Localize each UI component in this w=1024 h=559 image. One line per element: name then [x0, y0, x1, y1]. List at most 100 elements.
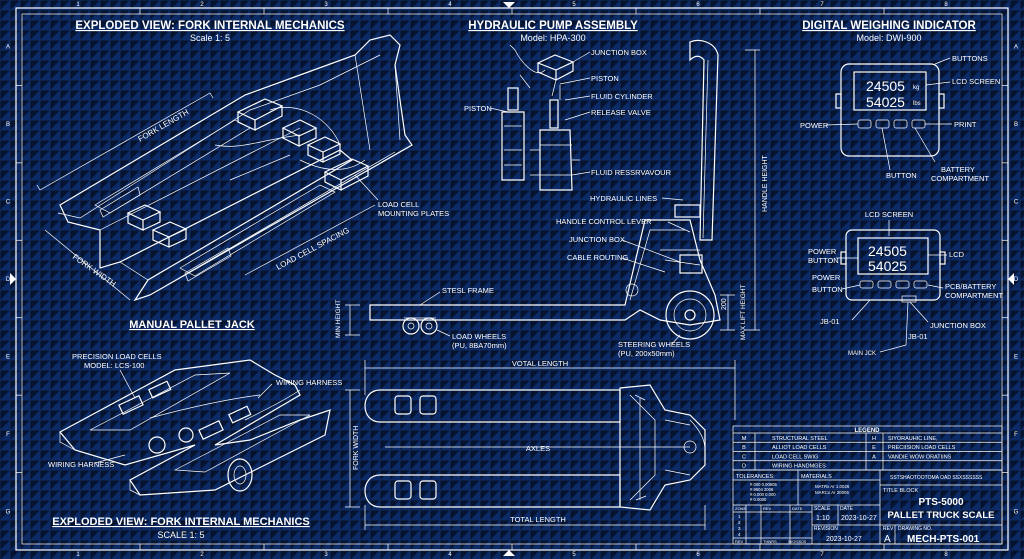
manual-pallet-jack-label: MANUAL PALLET JACK	[129, 319, 255, 331]
indicator-model: Model: DWI-900	[856, 33, 921, 43]
change-foot-thnrs: THNRS	[763, 539, 777, 544]
min-height-label: MIN HEIGHT	[335, 300, 342, 338]
pump-piston-label: PISTON	[591, 74, 619, 83]
exploded-fork-view-bottom: PRECISION LOAD CELLS MODEL: LCS-100 WIRI…	[48, 352, 342, 540]
indicator2-power-label: POWER	[812, 273, 841, 282]
pump-junction-box-label: JUNCTION BOX	[591, 48, 647, 57]
column-marker-bottom: 8	[944, 552, 948, 558]
indicator2-lcd-top-label: LCD SCREEN	[865, 210, 913, 219]
column-marker-bottom: 3	[324, 552, 328, 558]
wiring-harness-right-label: WIRING HARNESS	[276, 378, 342, 387]
total-length-bottom-label: TOTAL LENGTH	[510, 515, 566, 524]
revision-value: 2023-10-27	[826, 536, 862, 543]
column-marker-top: 8	[944, 2, 948, 8]
change-head-rev: REV	[763, 506, 772, 511]
column-marker-top: 5	[572, 2, 576, 8]
change-row: 1	[738, 514, 741, 519]
indicator2-junction-box: JUNCTION BOX	[930, 321, 986, 330]
load-cell-3	[306, 136, 342, 163]
change-foot-date: SIKVSSOS	[788, 540, 807, 544]
product-name: PTS-5000	[918, 497, 963, 508]
indicator-unit-kg: kg	[913, 85, 919, 91]
row-marker-left: A	[6, 45, 10, 51]
indicator-reading-kg: 24505	[866, 78, 905, 94]
steel-frame-label: STESL FRAME	[442, 286, 494, 295]
indicator-title: DIGITAL WEIGHING INDICATOR	[802, 20, 976, 32]
legend-value: ALLIOT LOAD CELLS	[772, 445, 827, 451]
pump-model: Model: HPA-300	[520, 33, 585, 43]
row-marker-left: F	[6, 432, 10, 438]
indicator2-power-button-1: POWER	[808, 247, 837, 256]
load-cell-5	[126, 204, 162, 231]
date-value: 2023-10-27	[841, 515, 877, 522]
row-marker-right: B	[1014, 122, 1018, 128]
handle-control-lever-label: HANDLE CONTROL LEVER	[556, 217, 652, 226]
indicator2-button-label: BUTTON	[812, 285, 843, 294]
column-marker-bottom: 1	[76, 552, 80, 558]
drawing-no-label: DRAWING NO.	[898, 526, 932, 532]
legend-key: E	[872, 445, 876, 451]
column-marker-top: 2	[200, 2, 204, 8]
indicator2-reading-lbs: 54025	[868, 258, 907, 274]
wiring-harness-left-label: WIRING HARNESS	[48, 460, 114, 469]
indicator-unit-lbs: lbs	[913, 101, 921, 107]
material-row: MARCx Ar 20005	[815, 490, 849, 495]
row-marker-right: D	[1014, 277, 1019, 283]
release-valve-label: RELEASE VALVE	[591, 108, 651, 117]
column-marker-bottom: 7	[820, 552, 824, 558]
fluid-reservoir-label: FLUID RESSRVAVOUR	[591, 168, 672, 177]
indicator2-main-jck: MAIN JCK	[848, 351, 876, 357]
row-marker-right: A	[1014, 45, 1018, 51]
digital-weighing-indicator-2: LCD SCREEN 24505 54025 POWER BUTTON LCD …	[808, 210, 1003, 357]
indicator-print-label: PRINT	[954, 120, 977, 129]
indicator2-pcb-label-1: PCB/BATTERY	[945, 282, 996, 291]
title-block: TOLERANCES: MATERIALS SSTSHAOTOOTOMA OAD…	[732, 469, 1003, 545]
legend-value: STRUCTURAL STEEL	[772, 436, 828, 442]
row-marker-left: B	[6, 122, 10, 128]
row-marker-right: F	[1014, 432, 1018, 438]
hydraulic-lines-label: HYDRAULIC LINES	[590, 194, 657, 203]
indicator2-lcd-label: LCD	[949, 250, 965, 259]
legend-key: A	[872, 454, 876, 460]
indicator2-jb01-left: JB-01	[820, 317, 840, 326]
legend-key: B	[742, 445, 746, 451]
exploded-bottom-title: EXPLODED VIEW: FORK INTERNAL MECHANICS	[52, 516, 310, 528]
date-label: DATE	[840, 506, 854, 512]
indicator-lcd-label: LCD SCREEN	[952, 77, 1000, 86]
steering-wheels-label-2: (PU, 200x50mm)	[618, 349, 675, 358]
column-marker-bottom: 2	[200, 552, 204, 558]
indicator-power-label: POWER	[800, 121, 829, 130]
indicator2-reading-kg: 24505	[868, 243, 907, 259]
drawing-number: MECH-PTS-001	[907, 534, 980, 545]
steering-wheels-label-1: STEERING WHEELS	[618, 340, 690, 349]
rev-head: REV	[883, 526, 894, 532]
column-marker-top: 7	[820, 2, 824, 8]
scale-label: SCALE	[814, 506, 831, 512]
load-wheels-label-1: LOAD WHEELS	[452, 332, 506, 341]
pallet-truck-side-view: HANDLE HEIGHT 200 MAX LIFT HEIGHT MIN HE…	[129, 39, 769, 358]
revision-label: REVISION	[814, 526, 838, 532]
mounting-plates-label-2: MOUNTING PLATES	[378, 209, 449, 218]
cable-routing-label: CABLE ROUTING	[567, 253, 628, 262]
change-foot-rev: REV	[735, 539, 744, 544]
legend-key: H	[872, 436, 876, 442]
indicator2-pcb-label-2: COMPARTMENT	[945, 291, 1003, 300]
exploded-bottom-scale: SCALE 1: 5	[157, 530, 204, 540]
load-wheels-label-2: (PU, 8BA70mm)	[452, 341, 507, 350]
column-marker-bottom: 4	[448, 552, 452, 558]
column-marker-bottom: 6	[696, 552, 700, 558]
digital-weighing-indicator: DIGITAL WEIGHING INDICATOR Model: DWI-90…	[800, 20, 1000, 183]
exploded-top-scale: Scale 1: 5	[190, 33, 230, 43]
column-marker-top: 4	[448, 2, 452, 8]
pump-piston-left-label: PISTON	[464, 104, 492, 113]
hydraulic-pump-assembly: HYDRAULIC PUMP ASSEMBLY Model: HPA-300 J…	[464, 20, 672, 191]
top-fork-width-label: FORK WIDTH	[353, 426, 360, 470]
legend-value: LOAD CELL SWIG	[772, 454, 818, 460]
load-cell-6	[151, 221, 188, 248]
row-marker-left: C	[6, 200, 11, 206]
change-row: 2	[738, 520, 741, 525]
legend-key: D	[742, 464, 746, 470]
